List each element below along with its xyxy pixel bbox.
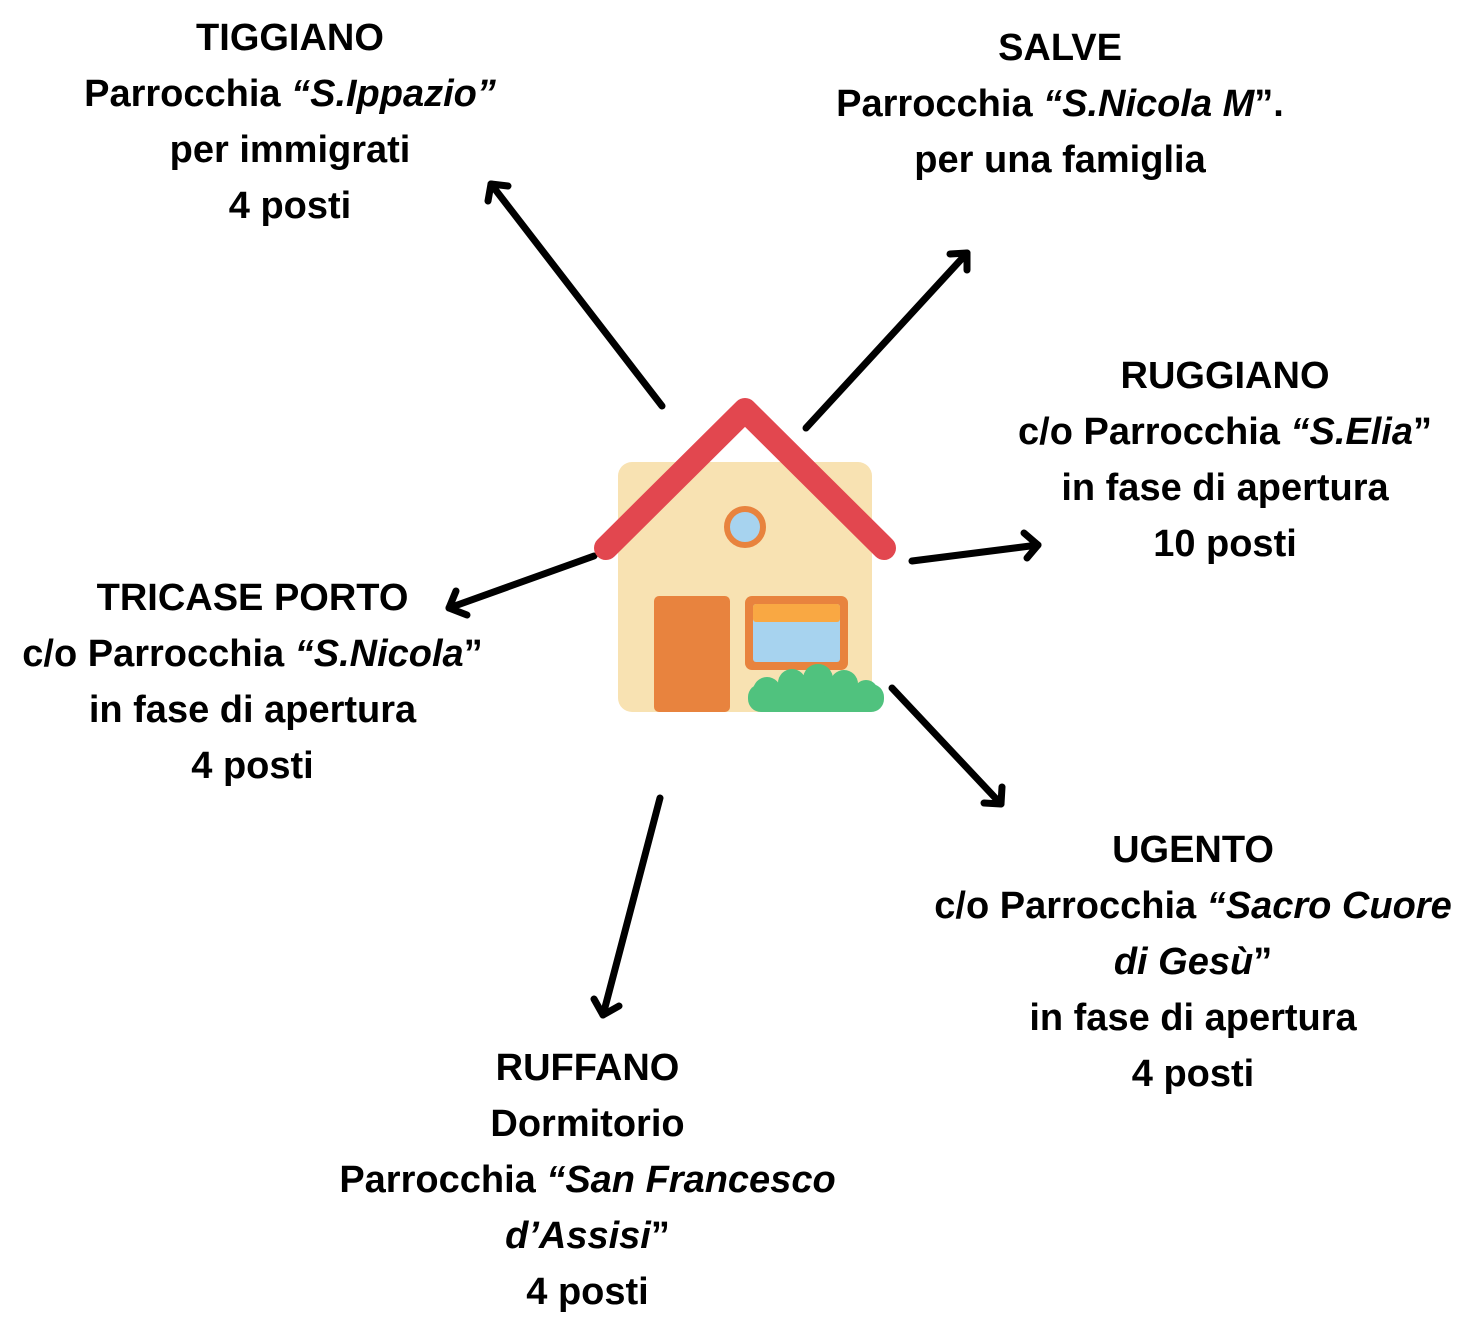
ruffano-parish-cont: d’Assisi” (300, 1208, 875, 1264)
ugento-parish-suffix: ” (1253, 941, 1273, 983)
location-salve: SALVE Parrocchia “S.Nicola M”. per una f… (800, 20, 1320, 188)
ruggiano-parish: c/o Parrocchia “S.Elia” (980, 404, 1466, 460)
salve-name: SALVE (998, 27, 1122, 69)
house-round-window (724, 506, 766, 548)
tiggiano-parish-prefix: Parrocchia (84, 73, 292, 115)
ruffano-parish: Parrocchia “San Francesco (300, 1152, 875, 1208)
ruggiano-name: RUGGIANO (1120, 355, 1330, 397)
tiggiano-parish-name: “S.Ippazio” (291, 73, 496, 115)
location-ruggiano: RUGGIANO c/o Parrocchia “S.Elia” in fase… (980, 348, 1466, 572)
arrow-ruffano (590, 794, 664, 1019)
tiggiano-name: TIGGIANO (196, 17, 384, 59)
ruffano-capacity: 4 posti (526, 1271, 649, 1313)
tricase-parish-prefix: c/o Parrocchia (22, 633, 295, 675)
house-roof (594, 398, 896, 560)
ruggiano-capacity: 10 posti (1153, 523, 1297, 565)
ugento-parish-name: “Sacro Cuore (1206, 885, 1452, 927)
salve-parish-prefix: Parrocchia (836, 83, 1044, 125)
tricase-status: in fase di apertura (88, 689, 417, 731)
arrow-tricase (445, 552, 598, 619)
ruggiano-parish-name: “S.Elia (1290, 411, 1413, 453)
ruffano-name: RUFFANO (495, 1047, 680, 1089)
tricase-name: TRICASE PORTO (96, 577, 409, 619)
arrow-tiggiano (484, 180, 666, 410)
ruffano-type: Dormitorio (490, 1103, 685, 1145)
ruffano-parish-name: “San Francesco (546, 1159, 836, 1201)
arrow-salve (802, 249, 971, 432)
tricase-parish-name: “S.Nicola (294, 633, 464, 675)
ruggiano-parish-suffix: ” (1412, 411, 1432, 453)
salve-parish-suffix: ”. (1254, 83, 1284, 125)
ugento-name: UGENTO (1112, 829, 1274, 871)
salve-parish-name: “S.Nicola M (1043, 83, 1255, 125)
ruffano-parish-prefix: Parrocchia (339, 1159, 547, 1201)
ugento-status: in fase di apertura (1029, 997, 1357, 1039)
location-tiggiano: TIGGIANO Parrocchia “S.Ippazio” per immi… (40, 10, 540, 234)
ruggiano-status: in fase di apertura (1061, 467, 1389, 509)
ugento-parish-cont: di Gesù” (920, 934, 1466, 990)
salve-purpose: per una famiglia (914, 139, 1206, 181)
tricase-parish: c/o Parrocchia “S.Nicola” (0, 626, 505, 682)
ugento-parish-name-cont: di Gesù (1113, 941, 1254, 983)
ruggiano-parish-prefix: c/o Parrocchia (1018, 411, 1291, 453)
arrow-ugento (888, 684, 1006, 808)
tiggiano-capacity: 4 posti (228, 185, 352, 227)
house-icon (594, 398, 896, 712)
house-window-awning (753, 604, 840, 622)
tricase-parish-suffix: ” (463, 633, 483, 675)
ruffano-parish-suffix: ” (650, 1215, 670, 1257)
tricase-capacity: 4 posti (191, 745, 314, 787)
house-door (654, 596, 730, 712)
ugento-parish: c/o Parrocchia “Sacro Cuore (920, 878, 1466, 934)
ugento-parish-prefix: c/o Parrocchia (934, 885, 1207, 927)
ugento-capacity: 4 posti (1131, 1053, 1255, 1095)
location-ruffano: RUFFANO Dormitorio Parrocchia “San Franc… (300, 1040, 875, 1318)
house-bush (748, 664, 884, 712)
location-tricase-porto: TRICASE PORTO c/o Parrocchia “S.Nicola” … (0, 570, 505, 794)
tiggiano-purpose: per immigrati (169, 129, 411, 171)
salve-parish: Parrocchia “S.Nicola M”. (800, 76, 1320, 132)
arrow-ruggiano (908, 529, 1042, 565)
ruffano-parish-name-cont: d’Assisi (505, 1215, 651, 1257)
tiggiano-parish: Parrocchia “S.Ippazio” (40, 66, 540, 122)
location-ugento: UGENTO c/o Parrocchia “Sacro Cuore di Ge… (920, 822, 1466, 1102)
